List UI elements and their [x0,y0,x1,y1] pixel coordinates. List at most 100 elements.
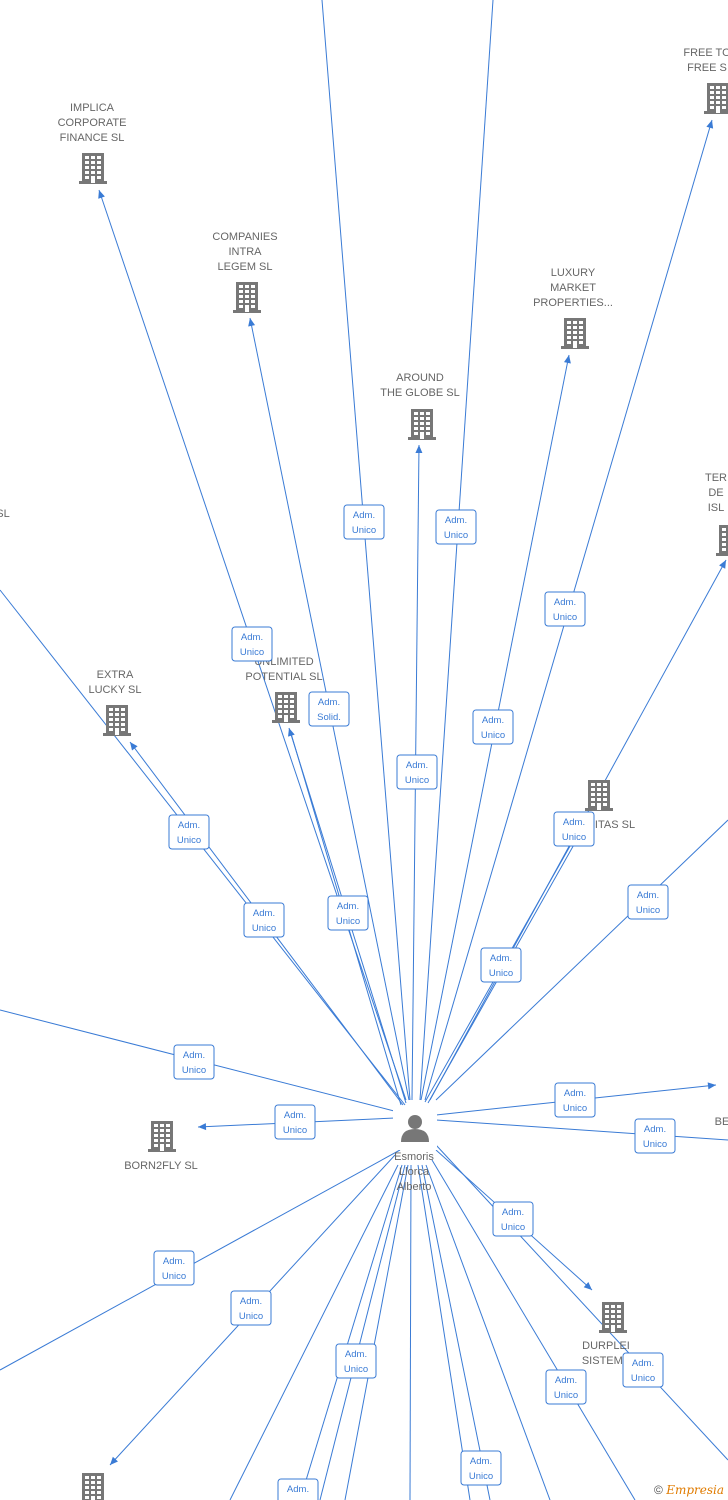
company-node-luxury[interactable]: LUXURYMARKETPROPERTIES... [533,267,613,349]
relation-badge[interactable]: Adm. Unico [231,626,273,662]
relation-badge[interactable]: Adm. Unico [554,1082,596,1118]
relation-badge[interactable]: Adm.Unico [492,1201,534,1237]
company-node-bottom-left[interactable] [79,1473,107,1500]
company-label: BORN2FLY SL [124,1160,198,1172]
badge-text: Unico [240,647,264,658]
badge-text: Adm. [445,515,467,526]
company-label: EXTRA [97,669,134,681]
company-label: THE GLOBE SL [380,387,459,399]
building-icon [408,409,436,440]
badge-text: Unico [563,1103,587,1114]
relation-badge[interactable]: Adm.Unico [343,504,385,540]
relation-badge[interactable]: Adm.Unico [396,754,438,790]
company-label: TER [705,472,727,484]
badge-text: Adm. [318,697,340,708]
building-icon [704,83,728,114]
relation-badge[interactable]: Adm.Unico [274,1104,316,1140]
company-node-born2fly[interactable]: BORN2FLY SL [124,1121,198,1172]
arrow-head [564,355,571,364]
company-node-sl-left[interactable]: SL [0,508,10,520]
building-icon [148,1121,176,1152]
company-label: ISL [708,502,725,514]
badge-text: Adm. [253,908,275,919]
relation-badges: Adm.UnicoAdm.UnicoAdm.UnicoAdm.Solid.Adm… [153,504,676,1500]
arrow-head [707,1082,716,1090]
edge-line [431,1159,636,1500]
company-label: CORPORATE [58,117,127,129]
badge-text: Adm. [470,1456,492,1467]
edge-line [319,1164,406,1500]
badge-text: Adm. [564,1088,586,1099]
relation-badge[interactable]: Adm.Unico [544,591,586,627]
relation-badge[interactable]: Adm.Unico [545,1369,587,1405]
relation-badge[interactable]: Adm.Unico [173,1044,215,1080]
building-icon [79,153,107,184]
company-label: LUXURY [551,267,596,279]
relation-badge[interactable]: Adm.Unico [230,1290,272,1326]
relation-badge[interactable]: Adm. Unico [327,895,369,931]
relation-badge[interactable]: Adm.Unico [335,1343,377,1379]
arrow-head [198,1123,207,1131]
relation-badge[interactable]: Adm. Unico [460,1450,502,1486]
badge-text: Unico [643,1139,667,1150]
company-label: PROPERTIES... [533,297,613,309]
company-label: FINANCE SL [60,132,125,144]
badge-text: Adm. [287,1484,309,1495]
building-icon [585,780,613,811]
relation-badge[interactable]: Adm. [277,1478,319,1500]
relation-badge[interactable]: Adm.Unico [168,814,210,850]
badge-text: Unico [636,905,660,916]
relation-badge[interactable]: Adm.Unico [622,1352,664,1388]
edge-line [435,1119,728,1141]
relation-badge[interactable]: Adm.Unico [435,509,477,545]
person-name: Alberto [397,1181,432,1193]
badge-text: Unico [469,1471,493,1482]
relation-badge[interactable]: Adm. Unico [634,1118,676,1154]
building-icon [233,282,261,313]
arrow-head [98,190,105,199]
person-name: Llorca [399,1166,430,1178]
badge-text: Adm. [345,1349,367,1360]
arrow-head [415,445,423,454]
badge-text: Unico [352,525,376,536]
relation-badge[interactable]: Adm.Solid. [308,691,350,727]
relation-badge[interactable]: Adm. Unico [243,902,285,938]
badge-text: Unico [336,916,360,927]
badge-text: Adm. [178,820,200,831]
company-label: LEGEM SL [217,261,272,273]
building-icon [82,1473,104,1500]
badge-text: Adm. [644,1124,666,1135]
copyright-footer: © Empresia [654,1483,724,1497]
relation-badge[interactable]: Adm. Unico [472,709,514,745]
badge-text: Unico [553,612,577,623]
relation-badge[interactable]: Adm.Unico [153,1250,195,1286]
building-icon [272,692,300,723]
building-icon [561,318,589,349]
edge-line [409,1164,412,1500]
badge-text: Unico [501,1222,525,1233]
relation-badge[interactable]: Adm.Unico [553,811,595,847]
edge-line [421,1164,491,1500]
arrow-head [706,120,714,129]
badge-text: Adm. [337,901,359,912]
company-node-be[interactable]: BE [715,1116,728,1128]
copyright-symbol: © [654,1483,663,1497]
badge-text: Unico [252,923,276,934]
badge-text: Adm. [241,632,263,643]
relation-badge[interactable]: Adm.Unico [627,884,669,920]
badge-text: Unico [481,730,505,741]
edge-line [0,1149,401,1371]
arrow-head [110,1456,118,1465]
badge-text: Adm. [482,715,504,726]
relation-badge[interactable]: Adm.Unico [480,947,522,983]
company-node-itas[interactable]: ITAS SL [585,780,635,831]
